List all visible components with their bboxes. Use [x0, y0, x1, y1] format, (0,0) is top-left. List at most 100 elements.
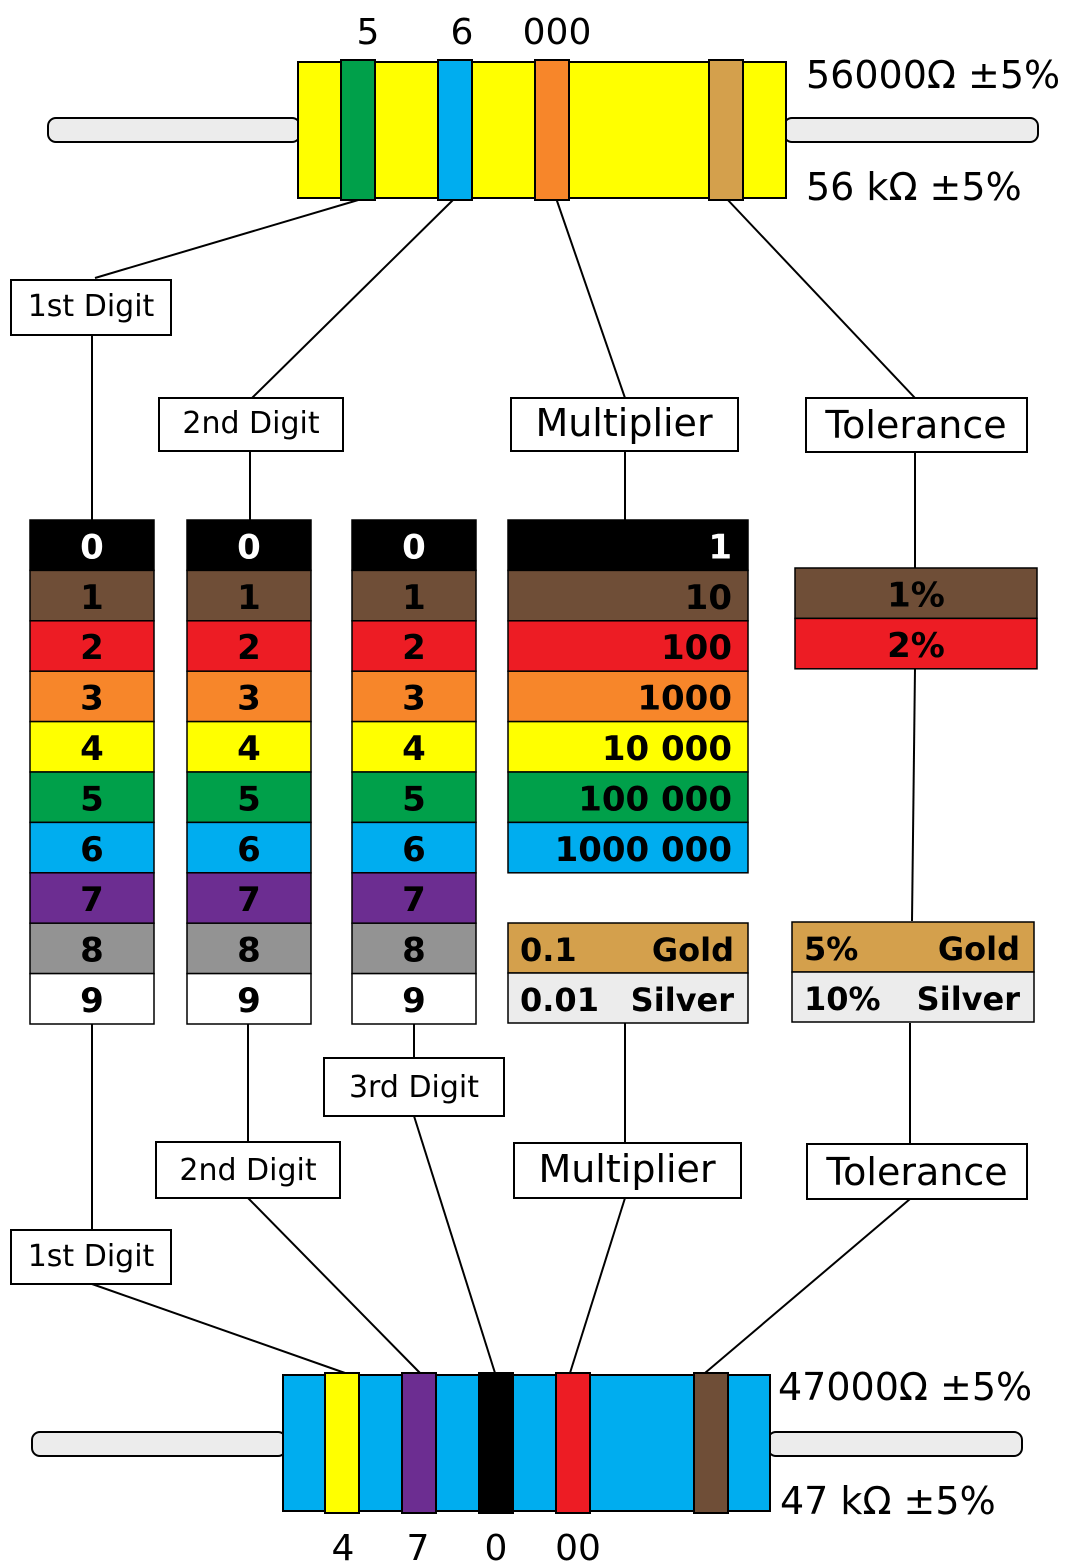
bottom-resistor-band-4	[555, 1372, 591, 1514]
bottom-resistor: 4 7 0 00 47000Ω ±5% 47 kΩ ±5%	[31, 1365, 1032, 1566]
top-resistor-value: 56000Ω ±5%	[806, 53, 1060, 97]
bottom-resistor-band-3	[478, 1372, 514, 1514]
bottom-resistor-body	[282, 1374, 771, 1512]
third-digit-value: 2	[402, 628, 426, 668]
tolerance-special-value: 10%	[804, 980, 881, 1018]
tolerance-value: 2%	[887, 626, 945, 666]
multiplier-cell	[507, 771, 749, 824]
third-digit-cell-1	[351, 569, 477, 622]
first-digit-cell-1	[29, 569, 155, 622]
top-labels: 1st Digit 2nd Digit Multiplier Tolerance	[10, 279, 1028, 453]
tolerance-special-name: Gold	[938, 930, 1020, 968]
third-digit-cell-3	[351, 670, 477, 723]
first-digit-cell-6	[29, 821, 155, 874]
third-digit-cell-9	[351, 972, 477, 1025]
first-digit-value: 3	[80, 679, 104, 719]
second-digit-cell-1	[186, 569, 312, 622]
second-digit-cell-9	[186, 972, 312, 1025]
bottom-resistor-band-1	[324, 1372, 360, 1514]
top-resistor-band-2	[437, 59, 473, 201]
second-digit-value: 6	[237, 830, 261, 870]
third-digit-cell-6	[351, 821, 477, 874]
label-box-multiplier-top	[510, 397, 739, 452]
second-digit-value: 7	[237, 880, 261, 920]
multiplier-special-cell	[507, 972, 749, 1024]
bottom-resistor-band-2	[401, 1372, 437, 1514]
top-resistor-band-4	[708, 59, 744, 201]
bottom-band-1-digit: 4	[332, 1528, 355, 1566]
top-resistor-left-lead	[47, 117, 301, 143]
label-box-tolerance-bottom	[806, 1143, 1028, 1200]
label-box-1st-digit-bottom	[10, 1229, 172, 1285]
multiplier-value: 10	[685, 578, 732, 618]
top-resistor: 5 6 000 56000Ω ±5% 56 kΩ ±5%	[47, 12, 1060, 209]
label-2nd-digit-top: 2nd Digit	[182, 406, 319, 441]
third-digit-value: 4	[402, 729, 426, 769]
third-digit-value: 8	[402, 931, 426, 971]
tolerance-special-value: 5%	[804, 930, 858, 968]
second-digit-cell-2	[186, 620, 312, 672]
label-tolerance-top: Tolerance	[824, 403, 1006, 447]
second-digit-cell-7	[186, 872, 312, 924]
third-digit-value: 6	[402, 830, 426, 870]
first-digit-value: 6	[80, 830, 104, 870]
first-digit-value: 8	[80, 931, 104, 971]
tolerance-special-cell	[791, 921, 1035, 973]
top-resistor-right-lead	[783, 117, 1039, 143]
tolerance-cell	[794, 617, 1038, 670]
multiplier-value: 10 000	[602, 729, 732, 769]
third-digit-value: 3	[402, 679, 426, 719]
multiplier-value: 100 000	[578, 779, 732, 819]
third-digit-value: 1	[402, 578, 426, 618]
label-box-tolerance-top	[805, 397, 1028, 453]
multiplier-special-name: Gold	[652, 931, 734, 969]
first-digit-value: 0	[80, 527, 104, 567]
multiplier-special-value: 0.1	[520, 931, 577, 969]
label-box-multiplier-bottom	[513, 1142, 742, 1199]
bottom-connectors	[91, 1023, 911, 1374]
multiplier-cell	[507, 569, 749, 622]
bottom-resistor-value: 47000Ω ±5%	[778, 1365, 1032, 1409]
first-digit-value: 4	[80, 729, 104, 769]
third-digit-cell-7	[351, 872, 477, 924]
top-band-2-digit: 6	[451, 12, 474, 53]
bottom-band-2-digit: 7	[407, 1528, 430, 1566]
second-digit-value: 0	[237, 527, 261, 567]
first-digit-value: 7	[80, 880, 104, 920]
second-digit-cell-8	[186, 922, 312, 975]
top-band-1-digit: 5	[357, 12, 380, 53]
top-resistor-band-1	[340, 59, 376, 201]
multiplier-value: 1000	[637, 679, 732, 719]
third-digit-cell-8	[351, 922, 477, 975]
top-connectors	[91, 197, 916, 922]
third-digit-value: 9	[402, 981, 426, 1021]
color-code-tables: 0123456789012345678901234567891101001000…	[29, 519, 1038, 1025]
second-digit-value: 8	[237, 931, 261, 971]
label-box-1st-digit-top	[10, 279, 172, 336]
first-digit-cell-2	[29, 620, 155, 672]
label-box-3rd-digit	[323, 1057, 505, 1117]
second-digit-value: 1	[237, 578, 261, 618]
bottom-resistor-band-5	[693, 1372, 729, 1514]
first-digit-cell-7	[29, 872, 155, 924]
tolerance-value: 1%	[887, 575, 945, 615]
label-box-2nd-digit-top	[158, 397, 344, 452]
multiplier-cell	[507, 670, 749, 723]
bottom-labels: 3rd Digit 2nd Digit Multiplier Tolerance…	[10, 1057, 1028, 1285]
label-1st-digit-top: 1st Digit	[28, 289, 155, 324]
third-digit-value: 0	[402, 527, 426, 567]
third-digit-cell-5	[351, 771, 477, 824]
second-digit-value: 4	[237, 729, 261, 769]
first-digit-cell-4	[29, 720, 155, 773]
first-digit-value: 5	[80, 779, 104, 819]
multiplier-cell	[507, 720, 749, 773]
tolerance-special-cell	[791, 971, 1035, 1023]
third-digit-value: 5	[402, 779, 426, 819]
first-digit-value: 9	[80, 981, 104, 1021]
multiplier-value: 1000 000	[555, 830, 732, 870]
bottom-resistor-left-lead	[31, 1431, 287, 1457]
first-digit-cell-8	[29, 922, 155, 975]
multiplier-special-name: Silver	[631, 981, 735, 1019]
first-digit-cell-3	[29, 670, 155, 723]
